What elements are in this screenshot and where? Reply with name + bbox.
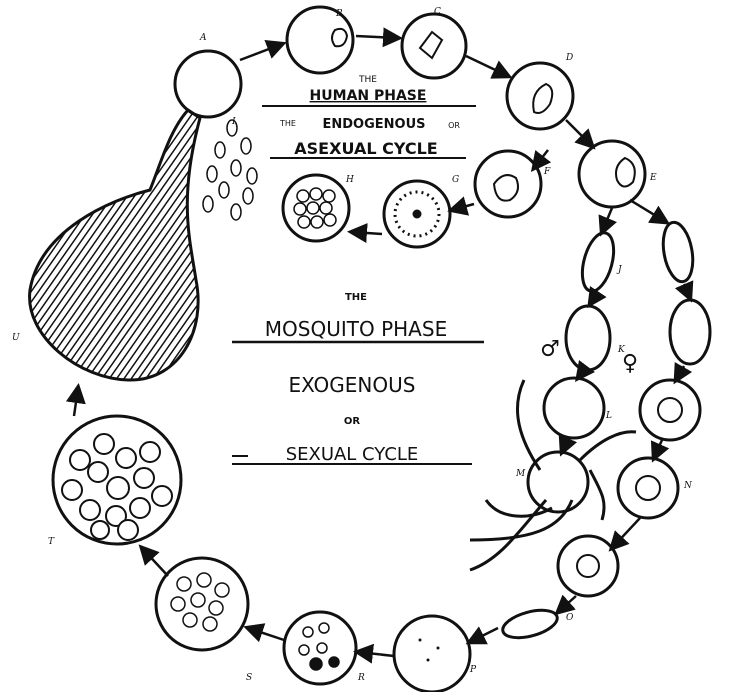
male-symbol: ♂: [540, 337, 560, 362]
cell-a: [175, 51, 241, 117]
cell-j-male: [577, 229, 620, 294]
stage-label-t: T: [48, 537, 55, 547]
cell-m: [528, 452, 588, 512]
stage-label-o: O: [566, 613, 574, 623]
cell-p: [394, 616, 470, 692]
cell-j-female: [659, 220, 697, 284]
stage-label-c: C: [434, 7, 441, 17]
stage-label-j: J: [616, 265, 623, 275]
zygote-cell: [558, 536, 618, 596]
human-phase-the: THE: [358, 75, 377, 85]
mosquito-phase-line3: SEXUAL CYCLE: [286, 444, 419, 465]
human-phase-subtitle-main: ENDOGENOUS: [322, 117, 425, 132]
stage-label-g: G: [452, 175, 459, 185]
cell-l-female: [640, 380, 700, 440]
released-merozoites: [203, 120, 257, 220]
stage-label-n: N: [683, 481, 693, 491]
cell-n: [618, 458, 678, 518]
stage-label-d: D: [565, 53, 573, 63]
stage-label-f: F: [543, 167, 551, 177]
stage-label-r: R: [357, 673, 365, 683]
cell-o: [500, 605, 560, 643]
mosquito-phase-line2: OR: [344, 416, 361, 427]
cell-k-male: [566, 306, 610, 370]
human-phase-subtitle-or: OR: [448, 121, 460, 130]
mosquito-phase-caption: THE MOSQUITO PHASE EXOGENOUS OR SEXUAL C…: [232, 292, 484, 465]
mosquito-phase-the: THE: [345, 292, 367, 303]
mosquito-phase-line1: EXOGENOUS: [289, 373, 416, 397]
human-phase-cycle-label: ASEXUAL CYCLE: [294, 139, 437, 158]
stage-label-k: K: [617, 345, 626, 355]
stage-label-i: I: [231, 117, 236, 127]
stage-label-a: A: [199, 33, 207, 43]
stage-label-u: U: [12, 333, 20, 343]
human-phase-caption: THE HUMAN PHASE THE ENDOGENOUS OR ASEXUA…: [262, 75, 476, 158]
stage-label-p: P: [469, 665, 477, 675]
stage-label-b: B: [335, 9, 343, 19]
human-phase-subtitle-prefix: THE: [279, 119, 296, 128]
stage-label-e: E: [649, 173, 657, 183]
mosquito-phase-title: MOSQUITO PHASE: [265, 317, 447, 341]
stage-label-m: M: [515, 469, 526, 479]
human-phase-title: HUMAN PHASE: [310, 88, 427, 104]
stage-label-h: H: [345, 175, 354, 185]
stage-label-l: L: [605, 411, 612, 421]
stage-label-s: S: [246, 673, 252, 683]
cell-k-female: [670, 300, 710, 364]
cell-l-male: [544, 378, 604, 438]
mosquito-stomach: [30, 110, 200, 380]
